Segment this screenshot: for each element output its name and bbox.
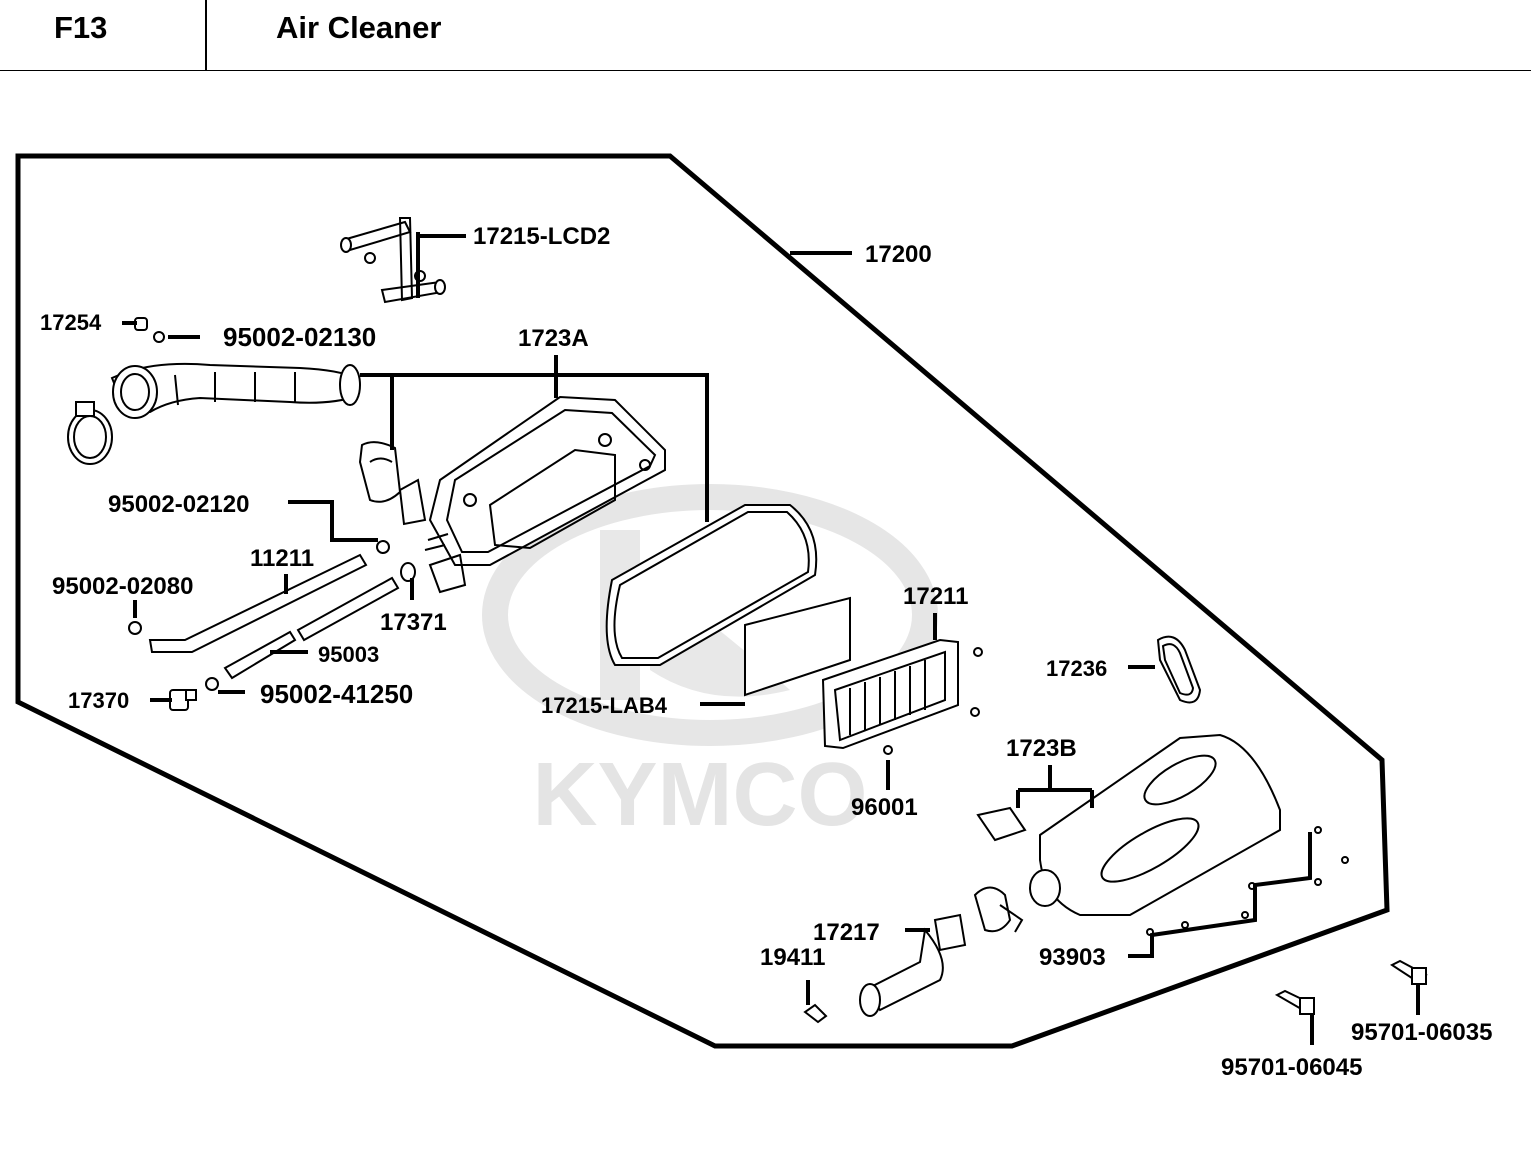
- label-17370: 17370: [68, 688, 129, 713]
- label-1723a: 1723A: [518, 325, 589, 352]
- label-95002-02120: 95002-02120: [108, 491, 249, 518]
- air-cleaner-cover-drawing: [976, 733, 1281, 916]
- label-95002-02080: 95002-02080: [52, 573, 193, 600]
- label-19411: 19411: [760, 944, 825, 971]
- clip-drawing: [803, 1003, 828, 1024]
- bolts-drawing: [1274, 959, 1428, 1015]
- label-1723b: 1723B: [1006, 735, 1077, 762]
- hose-clamp-drawing: [67, 401, 113, 465]
- assembly-boundary: [15, 153, 1390, 1049]
- watermark-text: KYMCO: [533, 745, 868, 845]
- label-93903: 93903: [1039, 944, 1106, 971]
- page-title: Air Cleaner: [276, 10, 442, 45]
- outlet-duct-drawing: [859, 886, 1024, 1017]
- breather-tube-drawing: [340, 217, 446, 304]
- label-17211: 17211: [903, 583, 968, 610]
- label-95003: 95003: [318, 642, 379, 667]
- label-17254: 17254: [40, 310, 102, 335]
- label-17200: 17200: [865, 241, 932, 268]
- filter-element-drawing: [605, 504, 851, 697]
- small-fitting-drawing: [134, 317, 165, 343]
- label-17215-lab4: 17215-LAB4: [541, 693, 668, 718]
- label-17236: 17236: [1046, 656, 1107, 681]
- label-95002-41250: 95002-41250: [260, 679, 413, 709]
- label-96001: 96001: [851, 794, 918, 821]
- section-code: F13: [54, 10, 108, 45]
- label-17371: 17371: [380, 609, 447, 636]
- label-17217: 17217: [813, 919, 880, 946]
- label-95701-06035: 95701-06035: [1351, 1019, 1492, 1046]
- header-divider: [205, 0, 207, 70]
- gasket-drawing: [1156, 635, 1202, 704]
- drain-plug-drawing: [169, 689, 197, 711]
- label-95002-02130: 95002-02130: [223, 322, 376, 352]
- leader-lines: [122, 232, 1420, 1045]
- air-cleaner-case-drawing: [424, 395, 666, 594]
- label-17215-lcd2: 17215-LCD2: [473, 223, 610, 250]
- page-header: F13 Air Cleaner: [0, 0, 1531, 71]
- hoses-drawing: [128, 540, 416, 691]
- label-11211: 11211: [250, 545, 314, 572]
- label-95701-06045: 95701-06045: [1221, 1054, 1362, 1081]
- intake-duct-drawing: [110, 362, 361, 419]
- foam-pieces-drawing: [358, 441, 427, 526]
- secondary-element-drawing: [821, 638, 983, 755]
